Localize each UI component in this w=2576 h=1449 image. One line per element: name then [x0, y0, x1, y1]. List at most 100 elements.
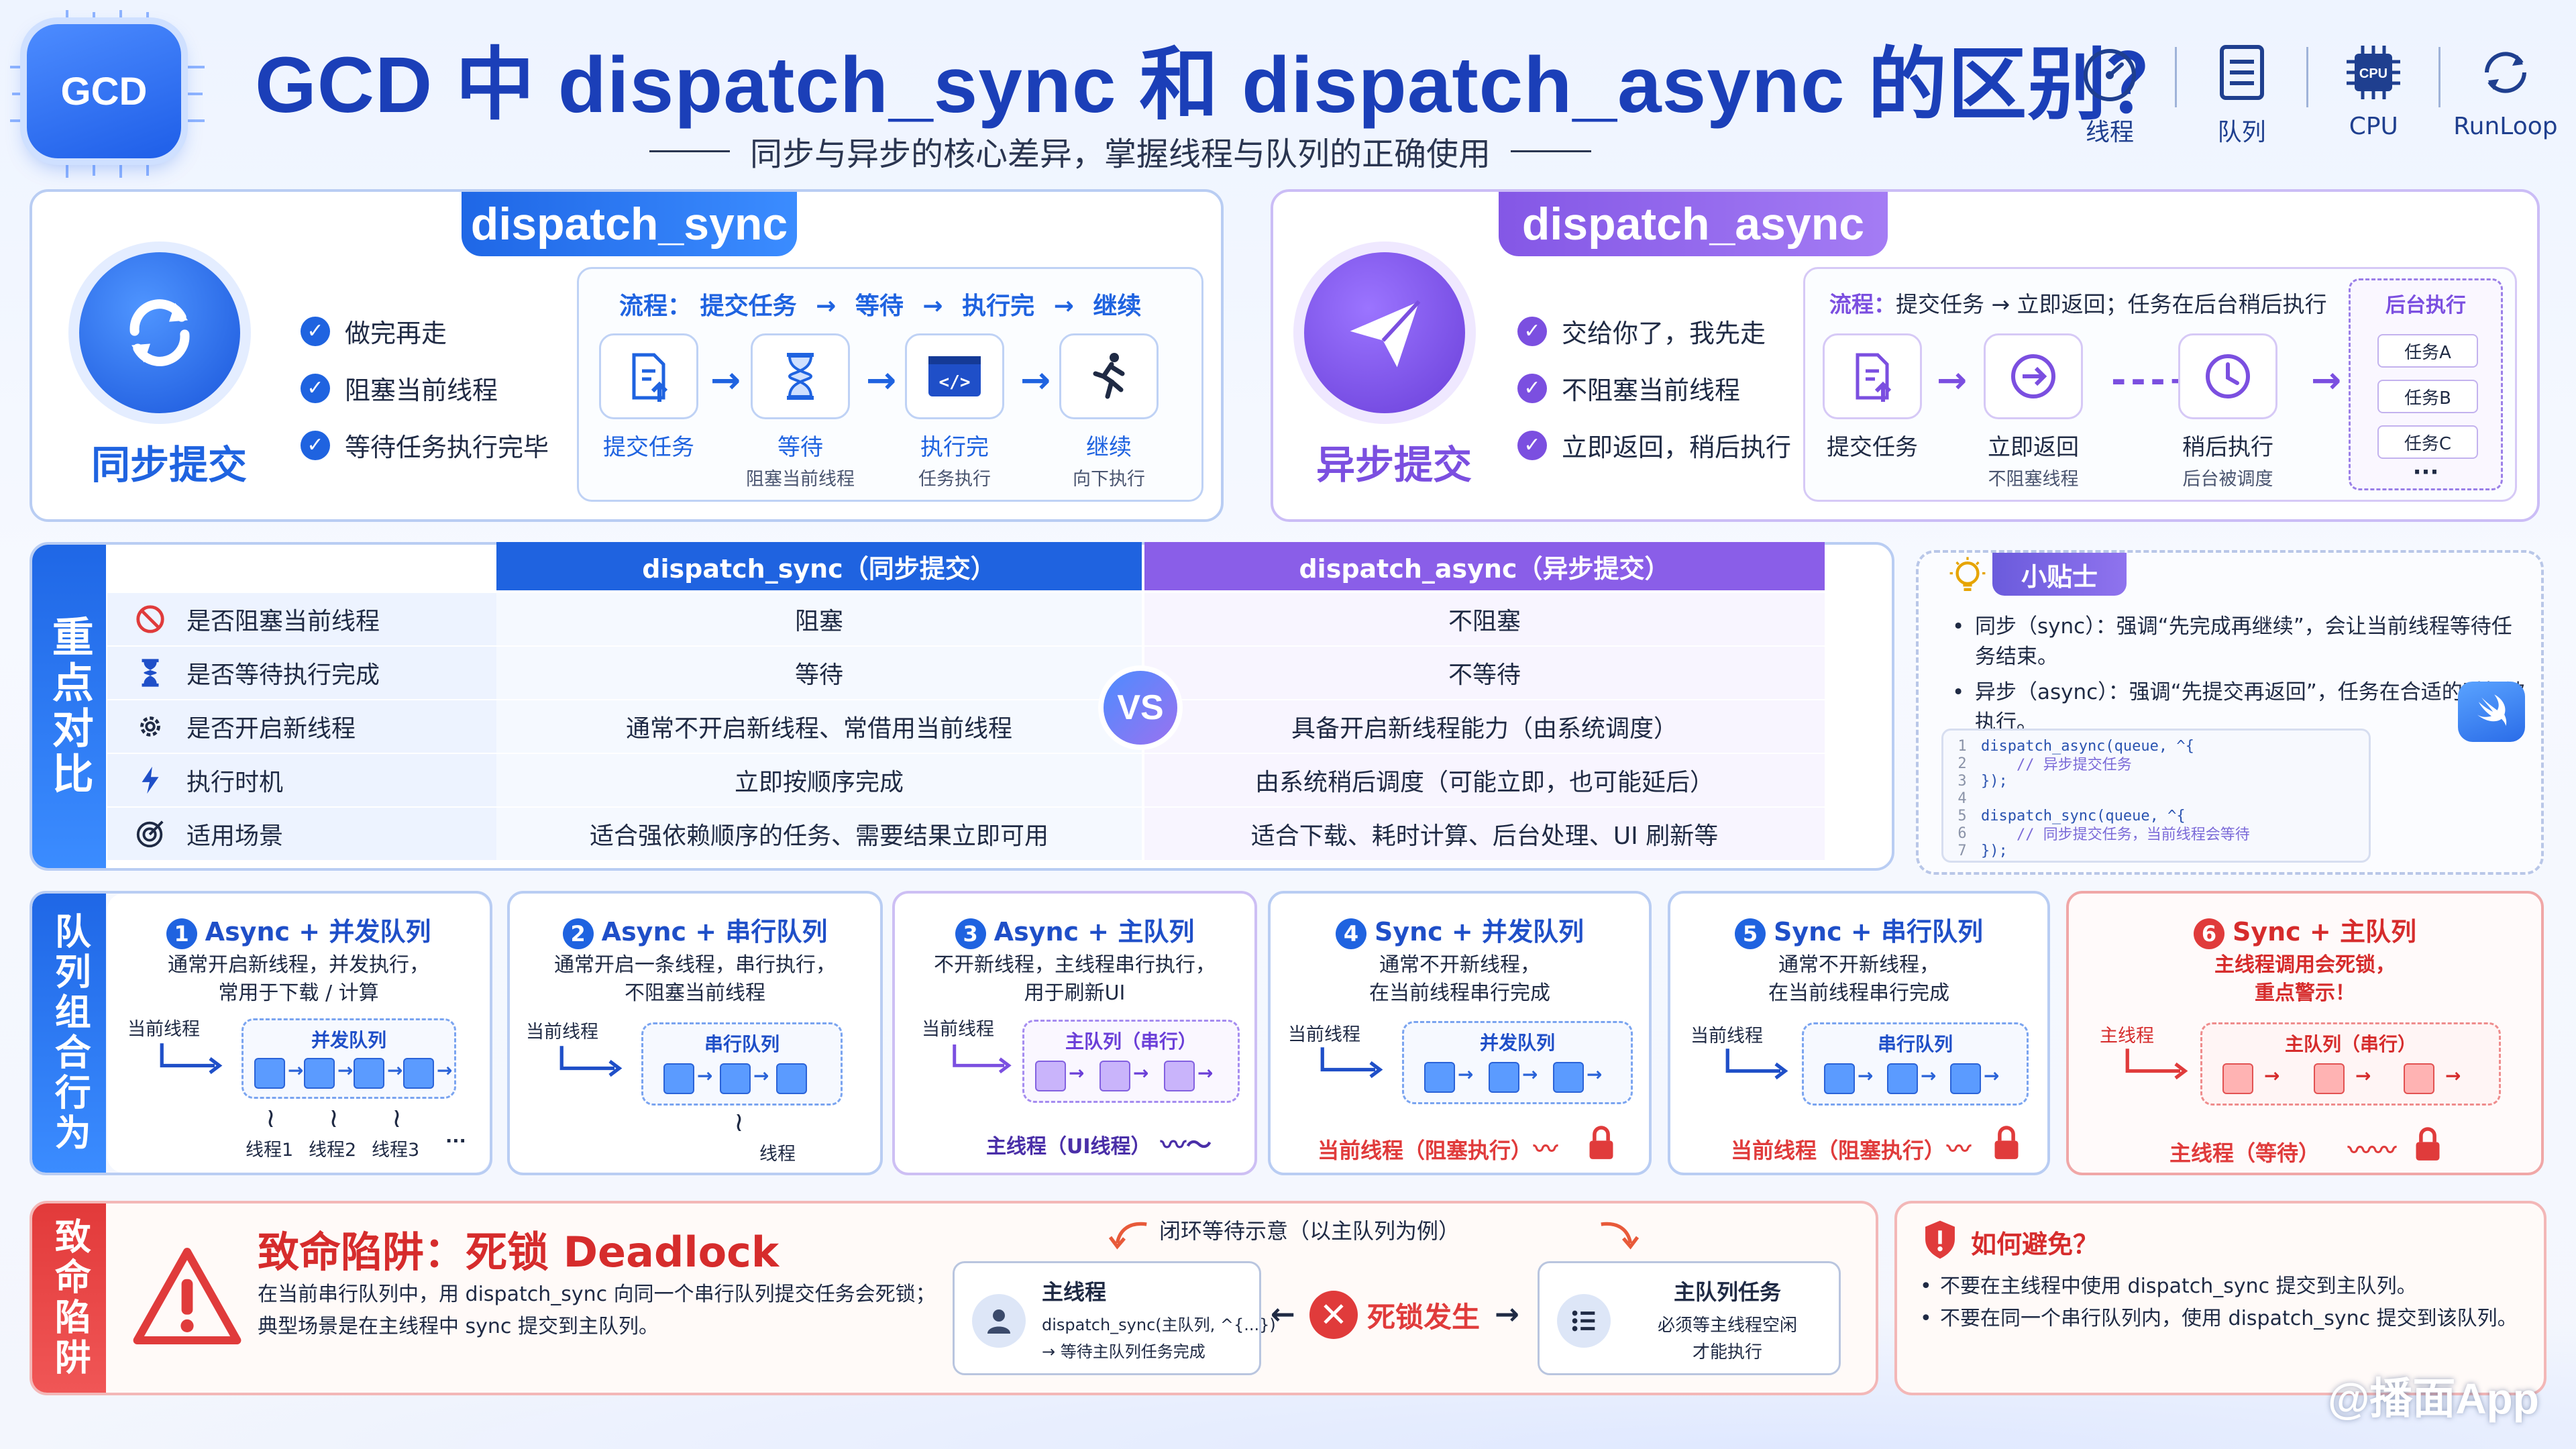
queue-card-from: 当前线程 — [922, 1019, 994, 1040]
flow-prefix: 流程： — [1829, 291, 1896, 317]
thread-wavy-line: ≀ — [392, 1103, 402, 1134]
compare-row: 适用场景 适合强依赖顺序的任务、需要结果立即可用 适合下载、耗时计算、后台处理、… — [107, 808, 1825, 861]
task-square — [254, 1058, 285, 1089]
queue-card-desc-line: 通常开启新线程，并发执行， — [168, 953, 429, 977]
task-arrow: → — [2445, 1065, 2461, 1087]
sync-flow-line: 流程： 提交任务 → 等待 → 执行完 → 继续 — [619, 286, 1141, 321]
task-arrow: → — [1069, 1062, 1085, 1084]
deadlock-x-icon: ✕ — [1309, 1291, 1358, 1339]
document-upload-icon — [1823, 333, 1922, 419]
task-square — [2222, 1063, 2253, 1094]
code-line: 3}); — [1943, 772, 2369, 790]
queue-card-number: 1 — [166, 918, 197, 949]
queue-card-title-text: Async + 串行队列 — [601, 917, 828, 947]
compare-feature: 执行时机 — [107, 754, 496, 806]
async-check-text: 不阻塞当前线程 — [1562, 376, 1741, 405]
sync-check-item: ✓阻塞当前线程 — [301, 370, 549, 407]
background-task: 任务C — [2377, 425, 2478, 459]
task-square — [1553, 1062, 1584, 1093]
task-square — [304, 1058, 335, 1089]
queue-card-foot: 主线程（等待） — [2169, 1140, 2320, 1166]
enter-arrow-icon — [160, 1043, 223, 1075]
deadlock-desc: 在当前串行队列中，用 dispatch_sync 向同一个串行队列提交任务会死锁… — [258, 1279, 936, 1343]
flow-arrow-text: → — [1053, 292, 1074, 320]
flow-arrow-icon: → — [2311, 359, 2342, 401]
swift-logo-icon — [2458, 682, 2525, 742]
avoid-item-text: 不要在主线程中使用 dispatch_sync 提交到主队列。 — [1940, 1275, 2417, 1298]
avoid-item: •不要在主线程中使用 dispatch_sync 提交到主队列。 — [1920, 1275, 2417, 1298]
task-square — [776, 1063, 807, 1094]
flow-text: 提交任务 → 立即返回；任务在后台稍后执行 — [1896, 291, 2327, 317]
enter-arrow-icon — [1725, 1049, 1788, 1080]
task-arrow: → — [1197, 1062, 1214, 1084]
task-arrow: → — [697, 1065, 713, 1087]
check-icon: ✓ — [1517, 316, 1547, 346]
task-arrow: → — [753, 1065, 769, 1087]
lock-icon — [1589, 1126, 1613, 1159]
paper-plane-icon — [1350, 300, 1421, 368]
deadlock-arrow-left: ← — [1271, 1297, 1295, 1332]
async-flow-line: 流程：提交任务 → 立即返回；任务在后台稍后执行 — [1829, 286, 2327, 319]
code-line-text: }); — [1981, 842, 2008, 859]
queue-card-number: 3 — [955, 918, 986, 949]
task-square — [2404, 1063, 2434, 1094]
code-line-text: dispatch_async(queue, ^{ — [1981, 737, 2194, 755]
sync-label: 同步提交 — [91, 442, 248, 488]
queue-card-desc-line: 主线程调用会死锁， — [2214, 953, 2396, 977]
hourglass-icon — [142, 659, 159, 687]
check-icon: ✓ — [301, 430, 330, 460]
sync-check-item: ✓做完再走 — [301, 313, 549, 350]
queue-box-label: 主队列（串行） — [2284, 1033, 2416, 1055]
flow-arrow-icon: → — [710, 359, 741, 401]
async-check-item: ✓交给你了，我先走 — [1517, 313, 1791, 350]
queue-card-desc: 通常开启新线程，并发执行，常用于下载 / 计算 — [107, 951, 490, 1008]
bolt-icon — [142, 766, 159, 794]
queue-card-number: 6 — [2193, 918, 2224, 949]
compare-head-async: dispatch_async（异步提交） — [1144, 542, 1825, 590]
queue-box-label: 并发队列 — [311, 1029, 386, 1051]
queue-card-desc-line: 通常不开新线程， — [1778, 953, 1939, 977]
code-line-number: 6 — [1957, 824, 1967, 842]
queue-card-title-text: Sync + 串行队列 — [1773, 917, 1984, 947]
watermark: @播面App — [2328, 1375, 2539, 1423]
gear-icon — [140, 716, 160, 737]
sync-flow-box: 流程： 提交任务 → 等待 → 执行完 → 继续 提交任务 → 等待 阻塞当前线… — [577, 267, 1203, 502]
gcd-logo: GCD — [27, 24, 181, 158]
target-icon — [136, 820, 164, 848]
flow-step-text: 提交任务 — [700, 292, 797, 320]
code-line-text: // 异步提交任务 — [1981, 757, 2132, 773]
task-arrow: → — [288, 1059, 304, 1081]
step-label: 执行完 — [920, 434, 989, 461]
task-arrow: → — [337, 1059, 354, 1081]
warning-icon — [133, 1248, 241, 1344]
enter-arrow-icon — [2125, 1049, 2188, 1080]
main-thread-box: 主线程 dispatch_sync(主队列, ^{...}) → 等待主队列任务… — [953, 1261, 1276, 1375]
async-step-return: 立即返回 不阻塞线程 — [1966, 333, 2100, 490]
step-label: 立即返回 — [1988, 434, 2079, 461]
sync-step-wait: 等待 阻塞当前线程 — [733, 333, 867, 490]
compare-sync-cell: 等待 — [496, 647, 1142, 699]
header-icon-bar: 线程 队列 CPU CPU RunLoop — [2053, 40, 2563, 168]
queue-card-desc: 通常不开新线程，在当前线程串行完成 — [1271, 951, 1649, 1008]
refresh-icon — [129, 299, 190, 366]
compare-feature: 是否阻塞当前线程 — [107, 593, 496, 645]
return-arrow-icon — [1984, 333, 2083, 419]
compare-feature-text: 执行时机 — [186, 769, 284, 796]
compare-async-cell: 不阻塞 — [1144, 593, 1825, 645]
task-square — [663, 1063, 694, 1094]
async-check-text: 立即返回，稍后执行 — [1562, 433, 1792, 462]
compare-async-cell: 不等待 — [1144, 647, 1825, 699]
compare-head-sync: dispatch_sync（同步提交） — [496, 542, 1142, 590]
background-task: 任务B — [2377, 380, 2478, 413]
task-square — [1950, 1063, 1981, 1094]
queue-card-desc: 通常开启一条线程，串行执行，不阻塞当前线程 — [510, 951, 880, 1008]
compare-feature-text: 是否等待执行完成 — [186, 661, 380, 689]
code-line-text: }); — [1981, 772, 2008, 790]
queue-card-desc: 通常不开新线程，在当前线程串行完成 — [1670, 951, 2047, 1008]
task-square — [354, 1058, 384, 1089]
